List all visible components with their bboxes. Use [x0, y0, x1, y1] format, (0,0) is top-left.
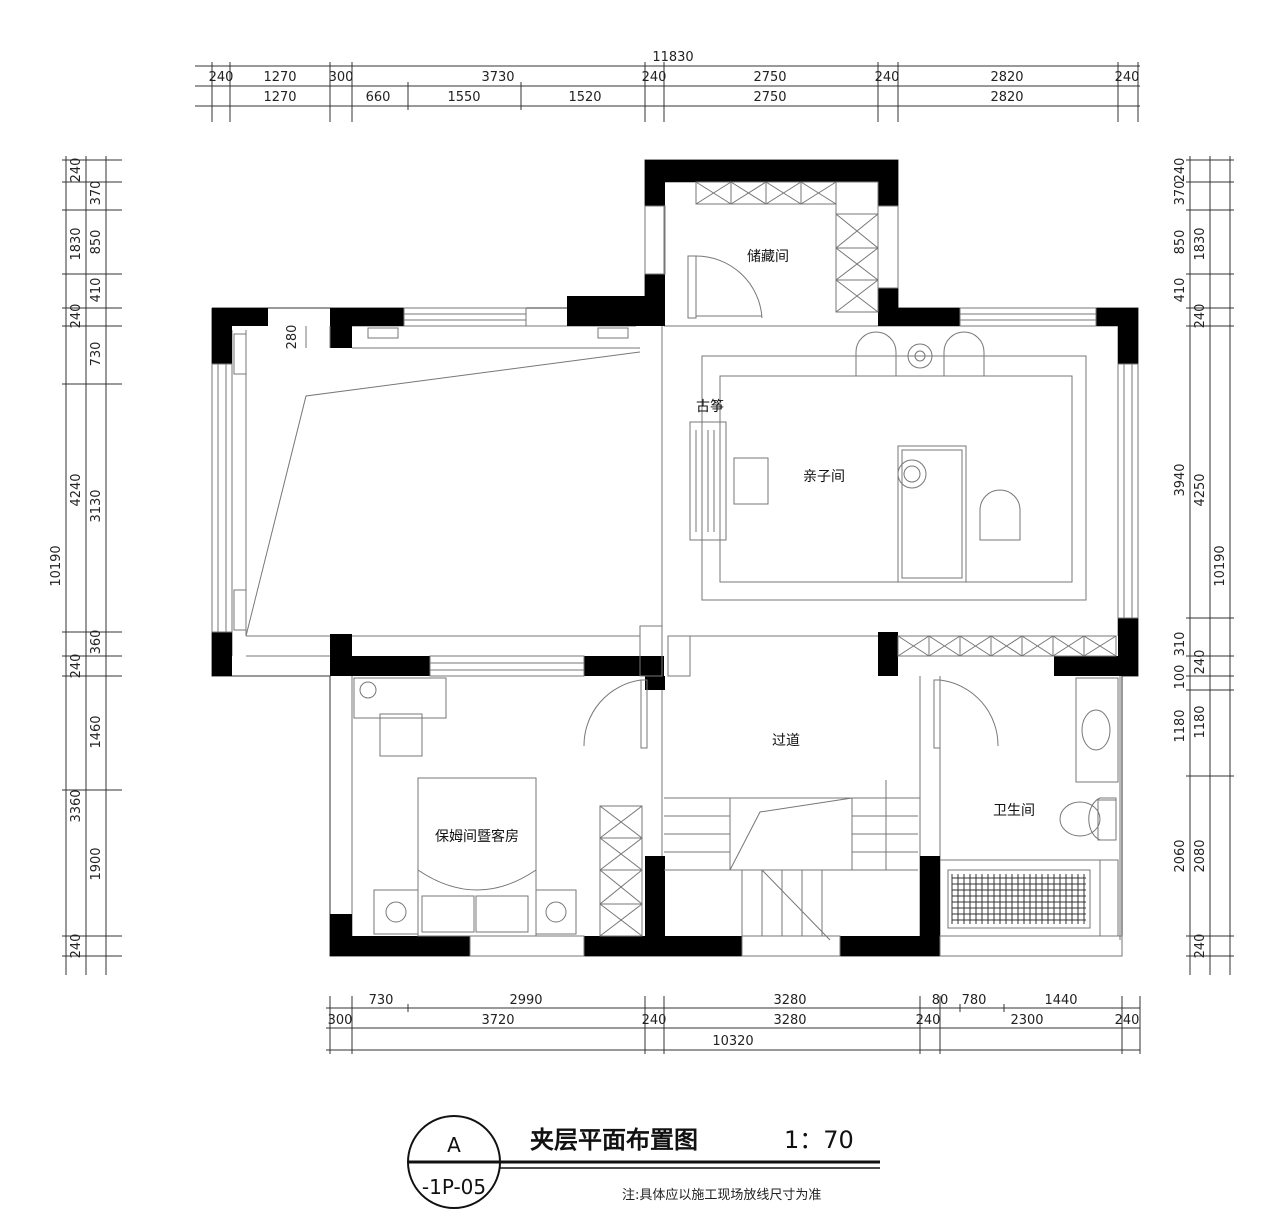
title-block: A -1P-05 夹层平面布置图 1：70 注:具体应以施工现场放线尺寸为准 [407, 1115, 880, 1209]
top-dim: 1270 [263, 70, 296, 85]
right-dim: 1830 [1193, 227, 1208, 260]
right-dim: 1180 [1173, 709, 1188, 742]
left-dim: 240 [69, 934, 84, 959]
top-dim: 240 [1115, 70, 1140, 85]
parent-child-room: 古筝 亲子间 [689, 331, 1087, 601]
right-dim: 2080 [1193, 839, 1208, 872]
bathroom: 卫生间 [940, 677, 1119, 937]
left-dim: 3130 [89, 489, 104, 522]
top-dim: 2820 [990, 70, 1023, 85]
bottom-total-dim: 10320 [712, 1034, 753, 1049]
right-dim: 240 [1193, 934, 1208, 959]
storage-room-label: 储藏间 [747, 249, 789, 265]
bottom-dim: 3720 [481, 1013, 514, 1028]
right-dim: 370 [1173, 181, 1188, 206]
left-dim: 240 [69, 304, 84, 329]
corridor-stairs: 过道 [583, 625, 999, 941]
right-dim: 3940 [1173, 463, 1188, 496]
inner-280-dim: 280 [285, 325, 300, 350]
left-total-dim: 10190 [49, 545, 64, 586]
left-dim: 850 [89, 230, 104, 255]
bottom-dim: 3280 [773, 1013, 806, 1028]
bottom-dim: 3280 [773, 993, 806, 1008]
bottom-dim: 2990 [509, 993, 542, 1008]
guqin-label: 古筝 [696, 398, 724, 415]
drawing-scale: 1：70 [784, 1126, 854, 1154]
nanny-guest-room-label: 保姆间暨客房 [435, 828, 519, 845]
bottom-dim: 300 [328, 1013, 353, 1028]
wall-outlines [211, 159, 1139, 957]
top-total-dim: 11830 [652, 50, 693, 65]
right-dim: 4250 [1193, 473, 1208, 506]
top-dim: 240 [875, 70, 900, 85]
right-dim: 100 [1173, 665, 1188, 690]
bathroom-label: 卫生间 [993, 803, 1035, 819]
top-dim: 660 [366, 90, 391, 105]
left-dim: 1460 [89, 715, 104, 748]
bottom-dim: 240 [642, 1013, 667, 1028]
right-dim: 850 [1173, 230, 1188, 255]
cabinet-row [897, 635, 1117, 657]
top-dim: 1270 [263, 90, 296, 105]
bottom-dim: 80 [932, 993, 949, 1008]
drawing-note: 注:具体应以施工现场放线尺寸为准 [622, 1187, 821, 1203]
parent-child-room-label: 亲子间 [803, 469, 845, 485]
left-dim: 1830 [69, 227, 84, 260]
right-total-dim: 10190 [1213, 545, 1228, 586]
right-dim: 240 [1193, 304, 1208, 329]
windows [211, 205, 1139, 957]
top-dim: 240 [642, 70, 667, 85]
corridor-label: 过道 [772, 733, 800, 749]
right-dim: 310 [1173, 632, 1188, 657]
right-dim: 240 [1173, 158, 1188, 183]
left-dim: 360 [89, 630, 104, 655]
bottom-dim: 780 [962, 993, 987, 1008]
wall-solids [212, 160, 1138, 956]
top-dim: 240 [209, 70, 234, 85]
right-dim: 410 [1173, 278, 1188, 303]
bottom-dim: 240 [916, 1013, 941, 1028]
top-dim: 2820 [990, 90, 1023, 105]
left-dim: 730 [89, 342, 104, 367]
left-dim: 370 [89, 181, 104, 206]
top-dim: 2750 [753, 90, 786, 105]
bottom-dim: 1440 [1044, 993, 1077, 1008]
callout-letter: A [447, 1133, 461, 1157]
bottom-dim: 730 [369, 993, 394, 1008]
left-dimensions: 10190 1830 4240 3360 240 370 850 410 240… [49, 156, 122, 975]
right-dimensions: 10190 1830 4250 1180 2080 240 370 850 41… [1173, 156, 1234, 975]
nanny-guest-room: 保姆间暨客房 [353, 677, 643, 937]
drawing-title: 夹层平面布置图 [530, 1126, 698, 1154]
left-dim: 1900 [89, 847, 104, 880]
top-dim: 1550 [447, 90, 480, 105]
top-dim: 3730 [481, 70, 514, 85]
right-dim: 240 [1193, 650, 1208, 675]
right-dim: 1180 [1193, 705, 1208, 738]
left-dim: 240 [69, 158, 84, 183]
left-dim: 240 [69, 654, 84, 679]
storage-room: 储藏间 [687, 181, 879, 319]
top-dim: 1520 [568, 90, 601, 105]
callout-sheet: -1P-05 [422, 1175, 486, 1199]
right-dim: 2060 [1173, 839, 1188, 872]
bottom-dimensions: 730 2990 3280 80 780 1440 300 3720 240 3… [326, 993, 1141, 1054]
top-dim: 2750 [753, 70, 786, 85]
void-opening: 280 [233, 325, 641, 637]
left-dim: 4240 [69, 473, 84, 506]
top-dimensions: 11830 240 1270 300 3730 240 2750 240 282… [195, 50, 1140, 122]
bottom-dim: 240 [1115, 1013, 1140, 1028]
top-dim: 300 [329, 70, 354, 85]
left-dim: 3360 [69, 789, 84, 822]
left-dim: 410 [89, 278, 104, 303]
bottom-dim: 2300 [1010, 1013, 1043, 1028]
